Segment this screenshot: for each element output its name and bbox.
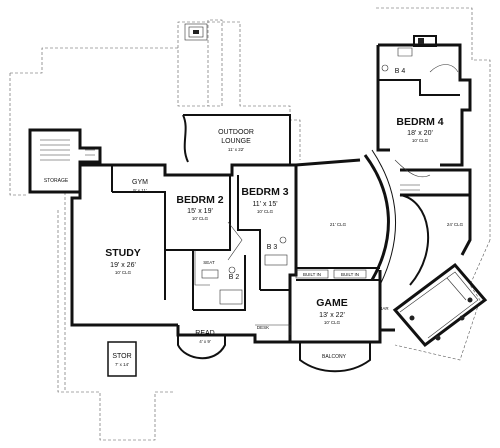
- bedrm3-label: BEDRM 3: [241, 186, 288, 198]
- bedrm4-walls: [376, 35, 472, 167]
- balcony-label: BALCONY: [322, 354, 347, 360]
- b4-label: B 4: [395, 68, 406, 75]
- bedrm2-size: 15' x 19': [187, 208, 213, 215]
- seat-label: SEAT: [203, 260, 215, 265]
- game-size: 13' x 22': [319, 312, 345, 319]
- interior-walls: [111, 165, 380, 311]
- bedrm3-clg: 10' CLG: [257, 209, 274, 214]
- built-in-1-label: BUILT IN: [303, 272, 321, 277]
- b2-label: B 2: [229, 274, 240, 281]
- fixtures: [40, 139, 291, 335]
- bedrm2-clg: 10' CLG: [192, 216, 209, 221]
- outdoor-lounge-label-2: LOUNGE: [221, 138, 251, 145]
- stor-size: 7' x 14': [115, 362, 129, 367]
- bedrm4-label: BEDRM 4: [396, 116, 443, 128]
- b3-label: B 3: [267, 244, 278, 251]
- bedrm3-size: 11' x 15': [252, 201, 277, 208]
- built-in-2-label: BUILT IN: [341, 272, 359, 277]
- outdoor-lounge-size: 11' x 22': [228, 147, 244, 152]
- exterior-walls: [28, 114, 395, 344]
- curved-wall: [363, 154, 390, 281]
- clg-21-label: 21' CLG: [330, 222, 347, 227]
- stor-label: STOR: [112, 353, 131, 360]
- bedrm4-size: 18' x 20': [407, 130, 433, 137]
- desk-label: DESK: [257, 325, 269, 330]
- gym-label: GYM: [132, 179, 148, 186]
- study-label: STUDY: [105, 247, 141, 259]
- game-label: GAME: [316, 297, 348, 309]
- storage-label: STORAGE: [44, 178, 69, 184]
- bedrm2-label: BEDRM 2: [176, 194, 223, 206]
- outdoor-lounge-label-1: OUTDOOR: [218, 129, 254, 136]
- stor-box: [107, 341, 137, 377]
- read-size: 4' x 9': [199, 339, 211, 344]
- bar-label: BAR: [379, 306, 389, 311]
- read-label: READ: [195, 330, 214, 337]
- game-clg: 10' CLG: [324, 320, 341, 325]
- study-clg: 10' CLG: [115, 270, 132, 275]
- right-wing-walls: [394, 159, 472, 286]
- roof-outline: [9, 7, 491, 441]
- balcony-outline: [299, 342, 371, 373]
- chimney: [184, 23, 208, 41]
- read-bay: [177, 325, 226, 360]
- bedrm4-clg: 10' CLG: [412, 138, 429, 143]
- clg-24-label: 24' CLG: [447, 222, 464, 227]
- gym-size: 9' x 11': [133, 188, 147, 193]
- room-labels: OUTDOOR LOUNGE 11' x 22' GYM 9' x 11' BE…: [44, 68, 464, 367]
- study-size: 19' x 26': [110, 262, 136, 269]
- bar-wing: [392, 262, 488, 348]
